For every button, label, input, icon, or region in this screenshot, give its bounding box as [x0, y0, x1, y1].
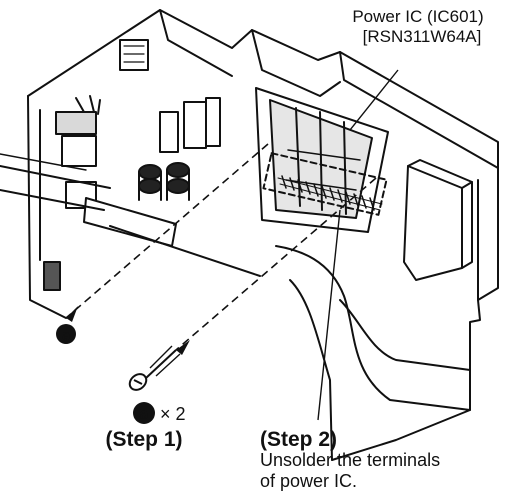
tall-components [119, 39, 221, 153]
capacitors [138, 162, 190, 201]
step2-line1: Unsolder the terminals [260, 450, 440, 470]
screw-count-label: × 2 [160, 404, 186, 424]
ribbon-cables [83, 197, 471, 461]
screw-path-arrowhead-1 [66, 306, 78, 322]
marker-a-end: a [56, 324, 76, 344]
svg-text:a: a [62, 327, 71, 344]
ic-terminals [262, 152, 388, 216]
screw-path-arrowhead-2 [176, 340, 190, 355]
step2-line2: of power IC. [260, 471, 357, 491]
screw-path-line-1 [65, 143, 269, 319]
screw-icon [128, 345, 181, 391]
power-ic-heatsink [255, 87, 389, 233]
left-shaft [0, 153, 111, 211]
step1-label: (Step 1) [105, 428, 182, 451]
transformer-block [403, 159, 473, 281]
power-ic-leader-line [349, 69, 399, 131]
left-components [43, 95, 101, 291]
step2-title: (Step 2) [260, 428, 337, 451]
screw-path-line-2 [175, 177, 377, 351]
power-ic-label-line2: [RSN311W64A] [363, 27, 482, 46]
step2-leader-line [317, 209, 341, 421]
marker-a-count: a [133, 402, 155, 424]
power-ic-label-line1: Power IC (IC601) [352, 7, 483, 26]
chassis-outline [27, 9, 499, 461]
svg-text:a: a [140, 406, 149, 423]
